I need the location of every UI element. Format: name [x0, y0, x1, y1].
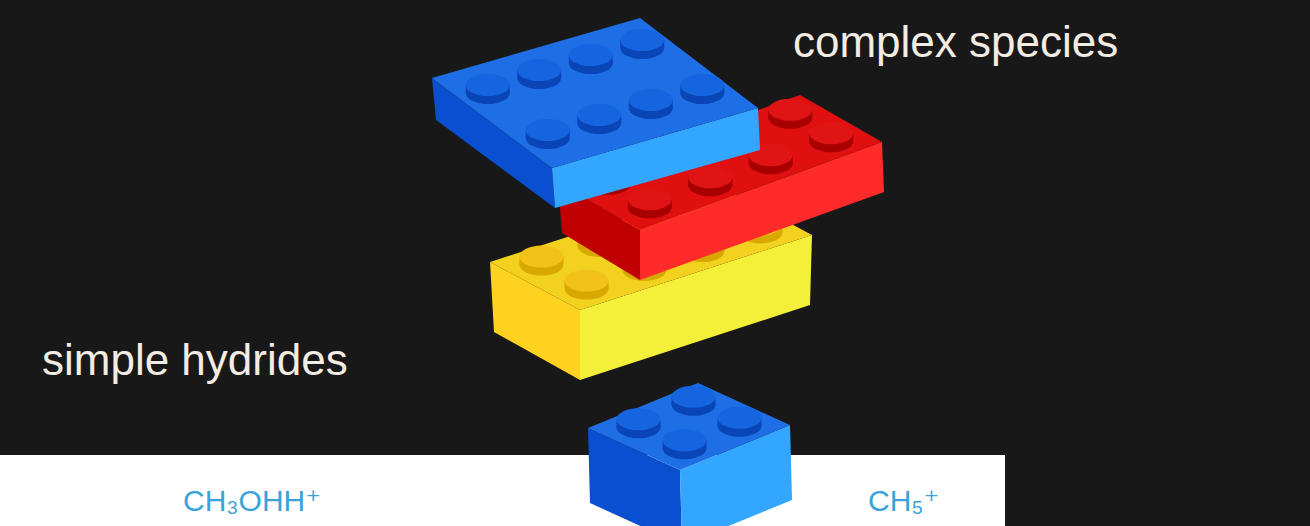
level-label: complex species	[793, 18, 1118, 66]
level-label: simple hydrides	[42, 336, 348, 384]
ion-formula: CH₅⁺	[868, 484, 939, 517]
small-blue-brick	[588, 383, 792, 526]
blue-brick	[432, 18, 760, 208]
ion-formula: CH₃OHH⁺	[183, 484, 321, 517]
white-strip	[0, 455, 1005, 526]
